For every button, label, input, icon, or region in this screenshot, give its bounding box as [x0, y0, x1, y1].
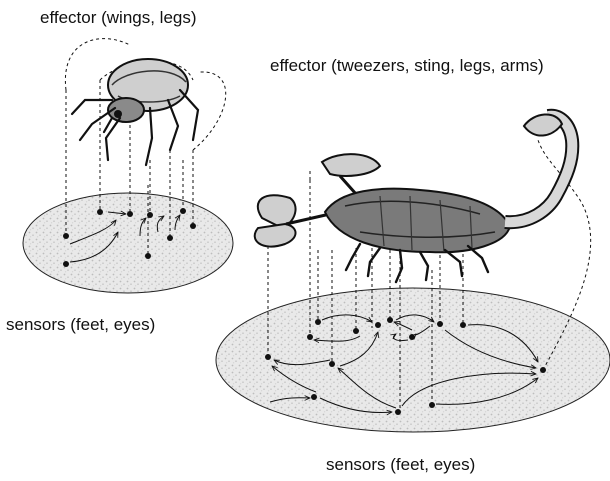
- beetle-icon: [72, 59, 198, 165]
- beetle-sensor-disc: [23, 193, 233, 293]
- scorpion-icon: [255, 114, 573, 282]
